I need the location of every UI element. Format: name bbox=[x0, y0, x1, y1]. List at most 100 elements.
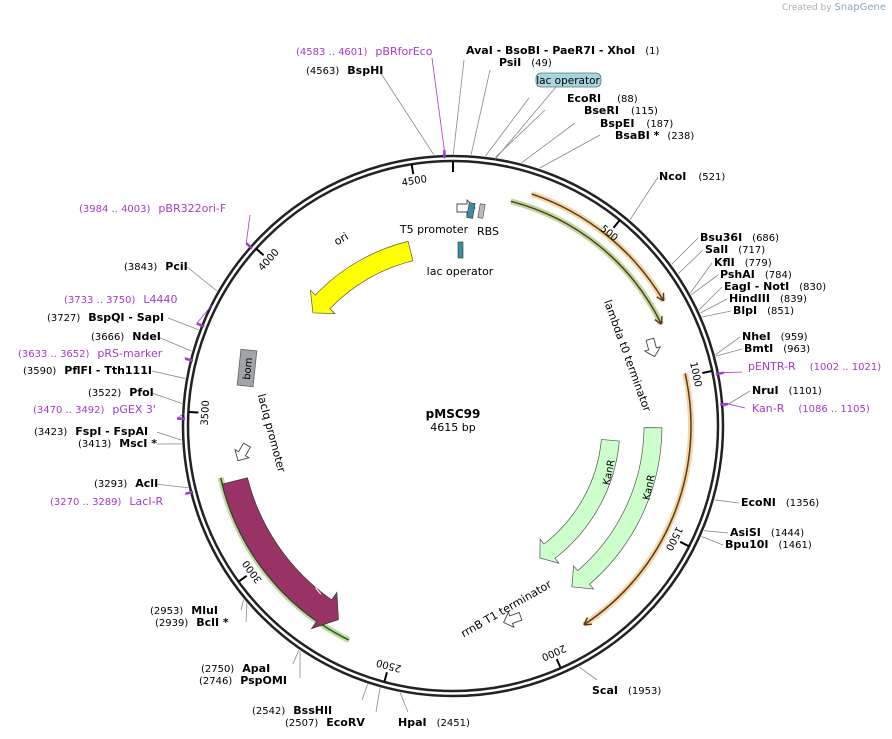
enzyme-leader-15 bbox=[715, 348, 743, 357]
tick-label-3500: 3500 bbox=[200, 400, 212, 426]
kanr-arrow-1 bbox=[539, 439, 620, 564]
primer-leader-6 bbox=[723, 371, 743, 374]
primer-leader-7 bbox=[728, 403, 746, 409]
enzyme-nhei: NheI(959) bbox=[742, 330, 808, 343]
snapgene-credit: Created by SnapGene bbox=[782, 2, 886, 13]
tick-3000 bbox=[237, 575, 248, 583]
enzyme-sali: SalI(717) bbox=[705, 243, 765, 256]
primer-mark-7 bbox=[720, 402, 729, 406]
enzyme-leader-33 bbox=[157, 336, 192, 352]
tick-2000 bbox=[555, 658, 562, 669]
enzyme-bseri: BseRI(115) bbox=[584, 104, 658, 117]
t0-terminator-arrow bbox=[643, 337, 662, 358]
lambda-t0-label: lambda t0 terminator bbox=[601, 298, 654, 414]
enzyme-bpu10i: Bpu10I(1461) bbox=[725, 538, 812, 551]
enzyme-bsabi: BsaBI *(238) bbox=[615, 129, 694, 142]
enzyme-leader-7 bbox=[671, 237, 699, 265]
primer-l4440: (3733 .. 3750)L4440 bbox=[64, 293, 178, 306]
tick-4000 bbox=[255, 247, 265, 257]
enzyme-leader-35 bbox=[186, 266, 218, 292]
ori-label: ori bbox=[332, 230, 351, 248]
enzyme-leader-0 bbox=[452, 59, 465, 155]
laciq-promoter-arrow bbox=[234, 442, 252, 462]
tick-500 bbox=[612, 219, 621, 229]
enzyme-pshai: PshAI(784) bbox=[720, 268, 792, 281]
enzyme-leader-4 bbox=[521, 122, 576, 164]
enzyme-leader-10 bbox=[691, 274, 719, 296]
credit-brand: SnapGene bbox=[834, 2, 886, 13]
enzyme-leader-21 bbox=[399, 692, 409, 713]
enzyme-ndei: (3666)NdeI bbox=[91, 330, 161, 343]
enzyme-leader-34 bbox=[167, 317, 199, 331]
enzyme-hindiii: HindIII(839) bbox=[729, 292, 807, 305]
primer-leader-5 bbox=[185, 493, 187, 496]
rbs-label: RBS bbox=[477, 225, 499, 238]
kanr-1-label: KanR bbox=[601, 459, 617, 487]
orf-orange-2-line bbox=[583, 373, 692, 626]
primer-mark-3 bbox=[185, 357, 194, 362]
enzyme-leader-20 bbox=[579, 666, 598, 681]
enzyme-leader-23 bbox=[361, 684, 369, 701]
rrnb-terminator-arrow bbox=[503, 610, 523, 629]
lac-operator-box-1 bbox=[466, 202, 476, 219]
tick-4500 bbox=[410, 164, 415, 175]
plasmid-name: pMSC99 bbox=[426, 407, 481, 421]
lac-operator-box-2 bbox=[457, 241, 464, 259]
orf-orange-1-head bbox=[656, 292, 665, 302]
enzyme-leader-31 bbox=[151, 392, 183, 404]
enzyme-leader-19 bbox=[701, 536, 724, 546]
tick-label-4500: 4500 bbox=[401, 174, 428, 189]
enzyme-pflfi: (3590)PflFI - Tth111I bbox=[23, 364, 152, 377]
enzyme-leader-17 bbox=[714, 499, 740, 504]
enzyme-pcii: (3843)PciI bbox=[124, 260, 188, 273]
plasmid-size: 4615 bp bbox=[430, 421, 475, 434]
feature-arrows bbox=[221, 198, 663, 630]
tick-label-2000: 2000 bbox=[540, 642, 568, 662]
orf-orange-1-line bbox=[531, 193, 665, 302]
enzyme-bmti: BmtI(963) bbox=[744, 342, 810, 355]
primer-kanr: Kan-R(1086 .. 1105) bbox=[752, 402, 870, 415]
enzyme-leader-26 bbox=[245, 603, 248, 623]
enzyme-ecorv: (2507)EcoRV bbox=[285, 716, 365, 729]
primer-pgex3: (3470 .. 3492)pGEX 3' bbox=[33, 403, 156, 416]
lac-operator-badge-leader bbox=[494, 86, 557, 160]
primer-mark-5 bbox=[185, 490, 194, 495]
primer-pentrr: pENTR-R(1002 .. 1021) bbox=[748, 360, 881, 373]
lac-operator-top-label: lac operator bbox=[536, 75, 600, 87]
primer-leader-0 bbox=[431, 57, 445, 151]
enzyme-mlui: (2953)MluI bbox=[150, 604, 218, 617]
orf-green-1-line bbox=[510, 200, 663, 325]
laci-arrow bbox=[221, 477, 339, 630]
primer-pbr322ori: (3984 .. 4003)pBR322ori-F bbox=[79, 202, 226, 215]
enzyme-leader-1 bbox=[470, 69, 491, 155]
enzyme-pspomi: (2746)PspOMI bbox=[199, 674, 287, 687]
enzyme-bsshii: (2542)BssHII bbox=[252, 704, 332, 717]
lac-operator-inner-label: lac operator bbox=[427, 265, 494, 278]
enzyme-leader-30 bbox=[156, 431, 182, 441]
primer-mark-1 bbox=[245, 242, 254, 250]
tick-3500 bbox=[188, 411, 199, 414]
enzyme-leader-12 bbox=[700, 298, 728, 314]
enzyme-leader-13 bbox=[702, 310, 732, 318]
enzyme-hpai: HpaI(2451) bbox=[398, 716, 470, 729]
rbs-box bbox=[477, 203, 486, 219]
enzyme-eagi: EagI - NotI(830) bbox=[724, 280, 826, 293]
enzyme-leader-36 bbox=[379, 71, 435, 155]
enzyme-leader-32 bbox=[151, 370, 186, 379]
enzyme-msci: (3413)MscI * bbox=[78, 437, 157, 450]
enzyme-asisi: AsiSI(1444) bbox=[730, 526, 804, 539]
lac-operator-badge bbox=[535, 72, 602, 88]
bom-label: bom bbox=[242, 357, 255, 380]
enzyme-blpi: BlpI(851) bbox=[733, 304, 794, 317]
laciq-promoter-label: lacIq promoter bbox=[255, 392, 289, 474]
enzyme-ecori: EcoRI(88) bbox=[567, 92, 638, 105]
enzyme-econi: EcoNI(1356) bbox=[741, 496, 819, 509]
primer-pbrforeco: (4583 .. 4601)pBRforEco bbox=[296, 45, 433, 58]
kanr-2-label: KanR bbox=[641, 474, 657, 502]
rrnb-t1-label: rrnB T1 terminator bbox=[459, 578, 555, 641]
tick-1500 bbox=[679, 540, 690, 548]
enzyme-ncoi: NcoI(521) bbox=[659, 170, 725, 183]
bom-box bbox=[236, 348, 258, 388]
enzyme-leader-2 bbox=[485, 97, 530, 157]
